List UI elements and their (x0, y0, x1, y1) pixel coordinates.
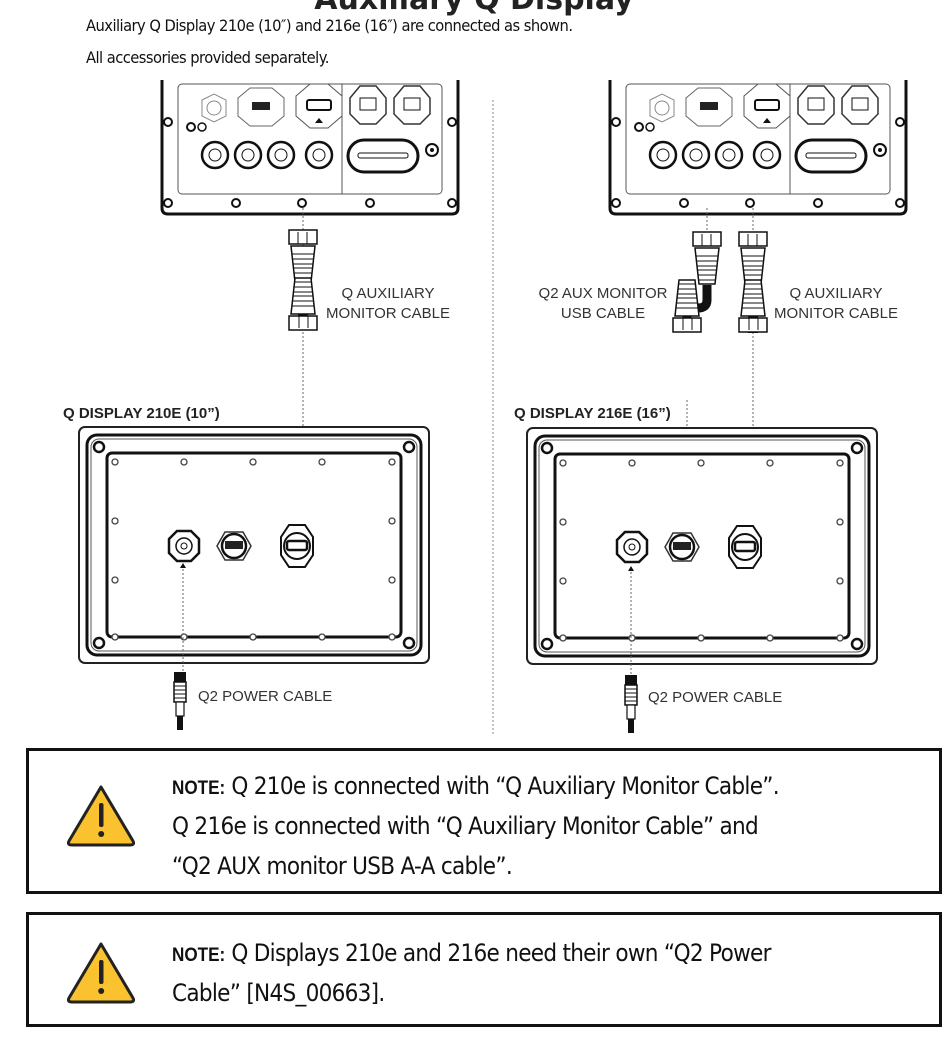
right-cable-label-1: Q AUXILIARY (789, 285, 882, 302)
head-unit-left (160, 80, 460, 216)
right-cable-label-2: MONITOR CABLE (774, 305, 898, 322)
warning-icon (66, 942, 136, 1004)
note-1-line-1: NOTE: Q 210e is connected with “Q Auxili… (172, 766, 780, 809)
right-power-label: Q2 POWER CABLE (648, 689, 782, 706)
warning-icon (66, 785, 136, 847)
page-title: Auxiliary Q Display (0, 0, 948, 17)
note-2-text-1: Q Displays 210e and 216e need their own … (225, 939, 771, 967)
power-cable-right (624, 674, 638, 734)
display-210e (77, 425, 431, 665)
intro-line-1: Auxiliary Q Display 210e (10″) and 216e … (86, 16, 573, 35)
right-usb-cable-label-1: Q2 AUX MONITOR (539, 285, 668, 302)
intro-line-2: All accessories provided separately. (86, 48, 329, 67)
display-216e (525, 426, 879, 666)
note-1-line-3: “Q2 AUX monitor USB A-A cable”. (172, 852, 513, 880)
note-2-label: NOTE: (172, 945, 226, 966)
connection-diagram: Q AUXILIARY MONITOR CABLE Q2 AUX MONITOR… (63, 80, 908, 735)
power-cable-left (173, 671, 187, 731)
note-1-text-1: Q 210e is connected with “Q Auxiliary Mo… (225, 772, 779, 800)
note-box-2: NOTE: Q Displays 210e and 216e need thei… (26, 912, 942, 1027)
note-1-line-2: Q 216e is connected with “Q Auxiliary Mo… (172, 812, 759, 840)
note-1-label: NOTE: (172, 778, 226, 799)
note-2-line-2: Cable” [N4S_00663]. (172, 979, 385, 1007)
note-box-1: NOTE: Q 210e is connected with “Q Auxili… (26, 748, 942, 894)
left-display-label: Q DISPLAY 210E (10”) (63, 405, 220, 422)
left-cable-label-2: MONITOR CABLE (326, 305, 450, 322)
right-usb-cable-label-2: USB CABLE (561, 305, 645, 322)
note-2-line-1: NOTE: Q Displays 210e and 216e need thei… (172, 933, 771, 976)
left-power-label: Q2 POWER CABLE (198, 688, 332, 705)
head-unit-right (608, 80, 908, 216)
left-cable-label-1: Q AUXILIARY (341, 285, 434, 302)
right-display-label: Q DISPLAY 216E (16”) (514, 405, 671, 422)
